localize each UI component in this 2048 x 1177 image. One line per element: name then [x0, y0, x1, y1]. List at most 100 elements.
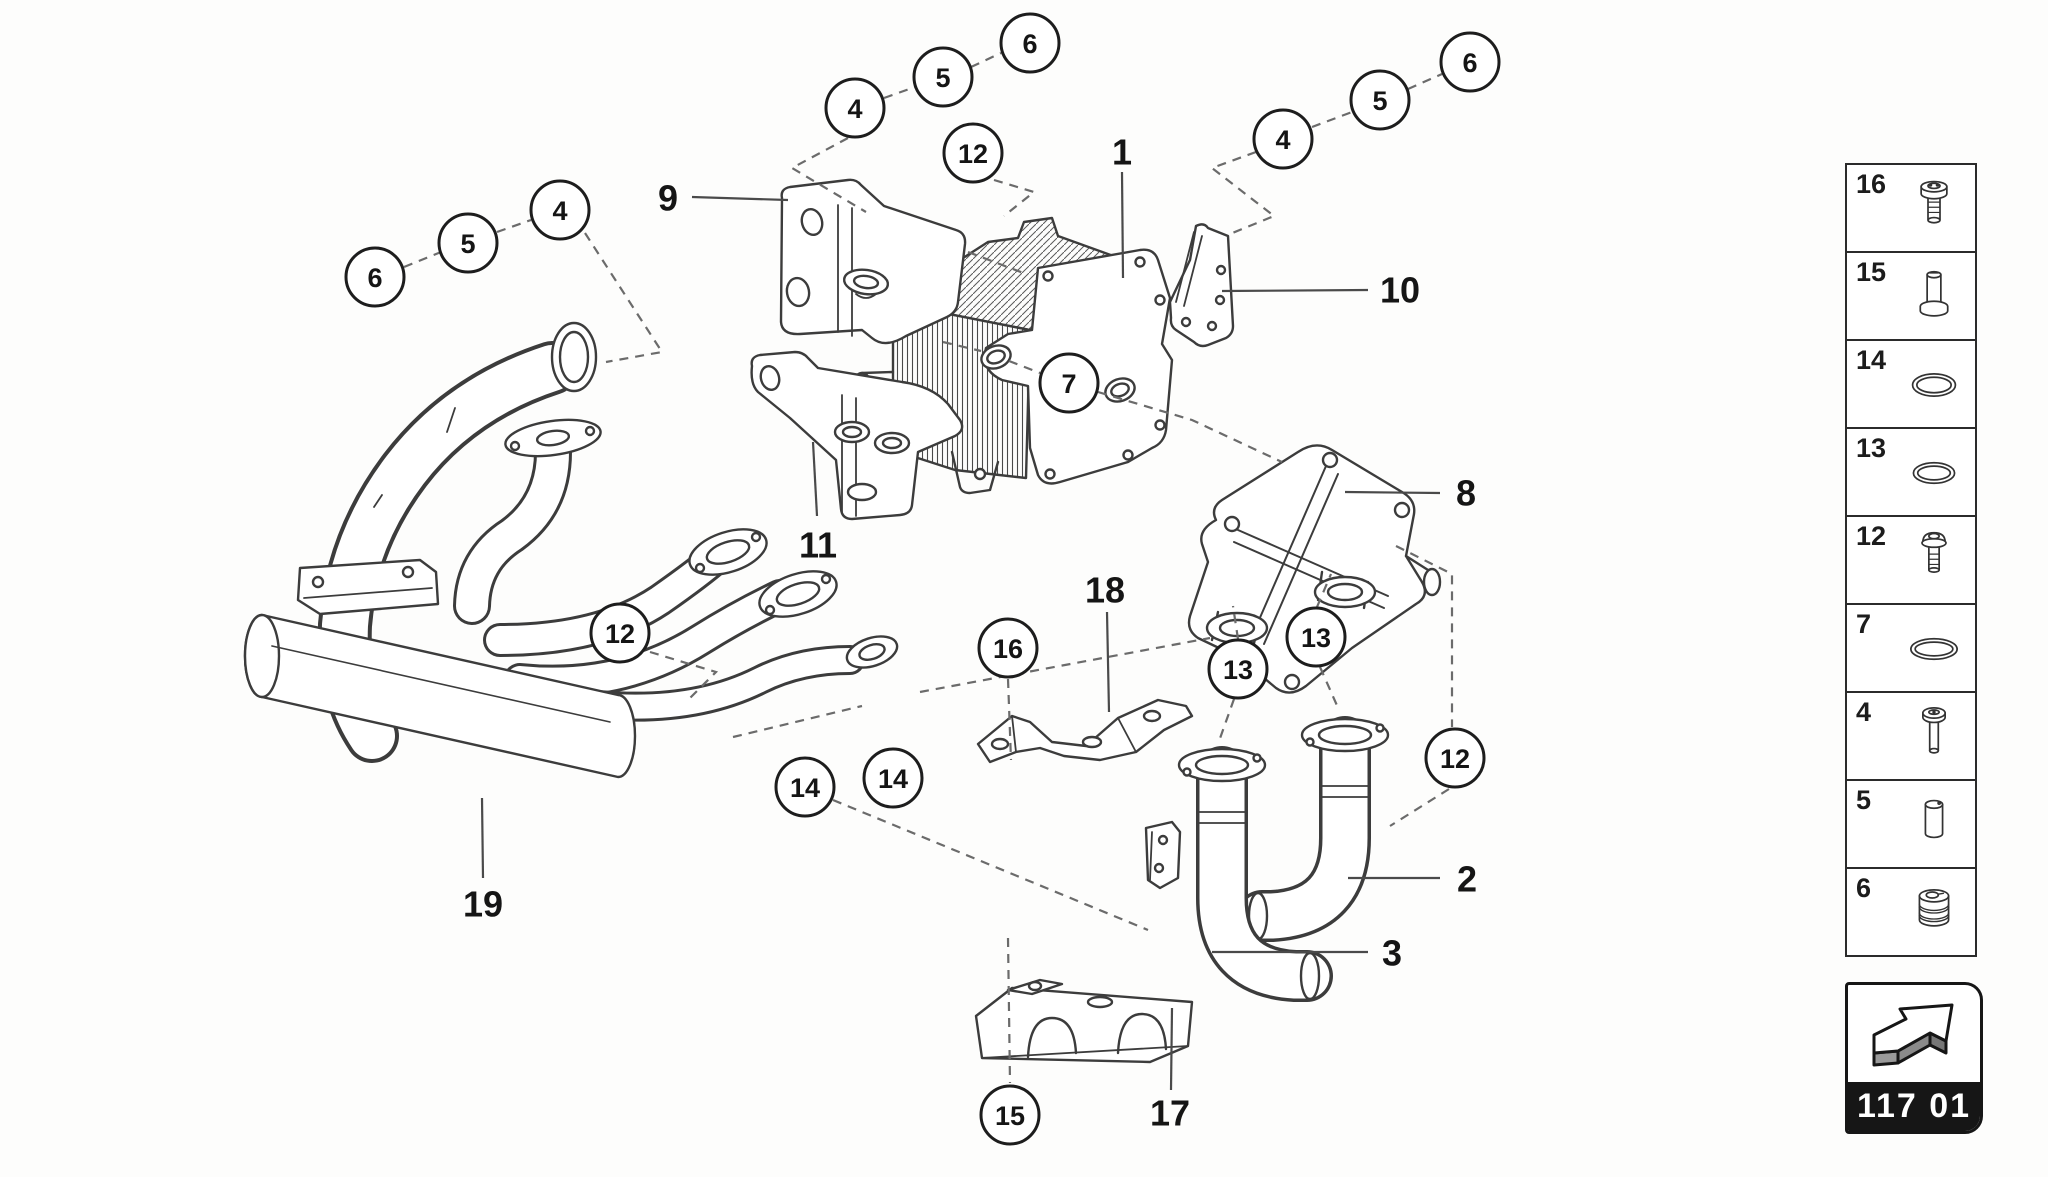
callout-circle-6[interactable]: [999, 12, 1061, 74]
callout-number-13: 13: [1301, 623, 1331, 653]
part-label-11[interactable]: 11: [799, 525, 837, 566]
legend-number: 16: [1856, 169, 1887, 199]
leader-line-1: [1120, 171, 1125, 279]
callout-circle-4[interactable]: [529, 179, 591, 241]
section-code-label: 117 01: [1848, 1082, 1980, 1131]
legend-row-12[interactable]: 12: [1847, 517, 1975, 605]
callout-circle-7[interactable]: [1038, 352, 1100, 414]
small-bracket-art: [1144, 820, 1182, 890]
part-label-17[interactable]: 17: [1150, 1093, 1190, 1134]
legend-number: 7: [1856, 609, 1872, 639]
legend-row-15[interactable]: 15: [1847, 253, 1975, 341]
flanged-sleeve-icon: [1899, 261, 1969, 333]
parts-artwork: [243, 178, 1442, 1064]
callout-number-4: 4: [552, 196, 567, 226]
leader-line-19: [480, 797, 485, 879]
callout-circle-14[interactable]: [774, 756, 836, 818]
part-10-art: [1168, 223, 1235, 348]
flange-bolt-icon: [1899, 173, 1969, 245]
legend-number: 5: [1856, 785, 1872, 815]
legend-number: 14: [1856, 345, 1887, 375]
legend-row-16[interactable]: 16: [1847, 165, 1975, 253]
callout-layer: 9 1 10 8 11 18 2 3 17 19 6 5 4 4 5 6 12 4 5 6 7 12 16 13 13 12 14 1…: [344, 12, 1501, 1146]
callout-circle-12[interactable]: [589, 602, 651, 664]
callout-number-6: 6: [367, 263, 382, 293]
leader-line-17: [1169, 1007, 1174, 1091]
legend-number: 4: [1856, 697, 1872, 727]
callout-circle-6[interactable]: [1439, 31, 1501, 93]
callout-number-13: 13: [1223, 655, 1253, 685]
legend-row-7[interactable]: 7: [1847, 605, 1975, 693]
leader-line-11: [811, 441, 819, 517]
callout-number-4: 4: [847, 94, 862, 124]
callout-number-5: 5: [1372, 86, 1387, 116]
callout-number-5: 5: [935, 63, 950, 93]
part-18-art: [976, 698, 1194, 764]
legend-number: 12: [1856, 521, 1887, 551]
part-17-art: [974, 978, 1194, 1064]
callout-circle-12[interactable]: [1424, 727, 1486, 789]
callout-circle-13[interactable]: [1285, 606, 1347, 668]
callout-circle-15[interactable]: [979, 1084, 1041, 1146]
callout-number-14: 14: [878, 764, 908, 794]
section-nav-box[interactable]: 117 01: [1845, 982, 1983, 1134]
fastener-legend-panel: 16 15 14 13 12 7 4: [1845, 163, 1977, 957]
callout-circle-4[interactable]: [824, 77, 886, 139]
callout-number-14: 14: [790, 773, 820, 803]
part-label-19[interactable]: 19: [463, 884, 503, 925]
legend-number: 13: [1856, 433, 1887, 463]
callout-number-12: 12: [605, 619, 635, 649]
callout-circle-5[interactable]: [437, 212, 499, 274]
part-9-art: [779, 178, 967, 345]
callout-number-6: 6: [1462, 48, 1477, 78]
callout-circle-6[interactable]: [344, 246, 406, 308]
grooved-bushing-icon: [1899, 877, 1969, 949]
legend-row-13[interactable]: 13: [1847, 429, 1975, 517]
callout-number-7: 7: [1061, 369, 1076, 399]
leader-line-18: [1105, 611, 1111, 713]
part-label-1[interactable]: 1: [1112, 132, 1132, 173]
callout-number-5: 5: [460, 229, 475, 259]
callout-number-12: 12: [1440, 744, 1470, 774]
part-label-8[interactable]: 8: [1456, 473, 1476, 514]
legend-number: 6: [1856, 873, 1872, 903]
callout-number-12: 12: [958, 139, 988, 169]
o-ring-icon: [1899, 437, 1969, 509]
leader-line-8: [1344, 490, 1441, 495]
part-2-art: [1236, 716, 1390, 942]
callout-circle-14[interactable]: [862, 747, 924, 809]
callout-circle-16[interactable]: [977, 617, 1039, 679]
part-label-10[interactable]: 10: [1380, 270, 1420, 311]
callout-circle-4[interactable]: [1252, 108, 1314, 170]
legend-number: 15: [1856, 257, 1887, 287]
callout-circle-12[interactable]: [942, 122, 1004, 184]
part-label-2[interactable]: 2: [1457, 859, 1477, 900]
legend-row-5[interactable]: 5: [1847, 781, 1975, 869]
legend-row-4[interactable]: 4: [1847, 693, 1975, 781]
part-3-art: [1177, 746, 1333, 1002]
o-ring-icon: [1899, 349, 1969, 421]
callout-circle-5[interactable]: [912, 46, 974, 108]
callout-number-16: 16: [993, 634, 1023, 664]
callout-number-6: 6: [1022, 29, 1037, 59]
part-11-art: [750, 350, 964, 521]
dome-bolt-icon: [1899, 525, 1969, 597]
part-label-9[interactable]: 9: [658, 178, 678, 219]
part-label-18[interactable]: 18: [1085, 570, 1125, 611]
callout-number-4: 4: [1275, 125, 1290, 155]
callout-circle-13[interactable]: [1207, 638, 1269, 700]
spacer-sleeve-icon: [1899, 789, 1969, 861]
pan-bolt-icon: [1899, 701, 1969, 773]
callout-circle-5[interactable]: [1349, 69, 1411, 131]
o-ring-icon: [1899, 613, 1969, 685]
leader-line-10: [1221, 288, 1369, 293]
part-label-3[interactable]: 3: [1382, 933, 1402, 974]
part-19-art: [243, 321, 899, 779]
callout-number-15: 15: [995, 1101, 1025, 1131]
leader-line-9: [691, 195, 789, 202]
arrow-up-right-3d-icon: [1848, 985, 1980, 1085]
legend-row-14[interactable]: 14: [1847, 341, 1975, 429]
legend-row-6[interactable]: 6: [1847, 869, 1975, 955]
